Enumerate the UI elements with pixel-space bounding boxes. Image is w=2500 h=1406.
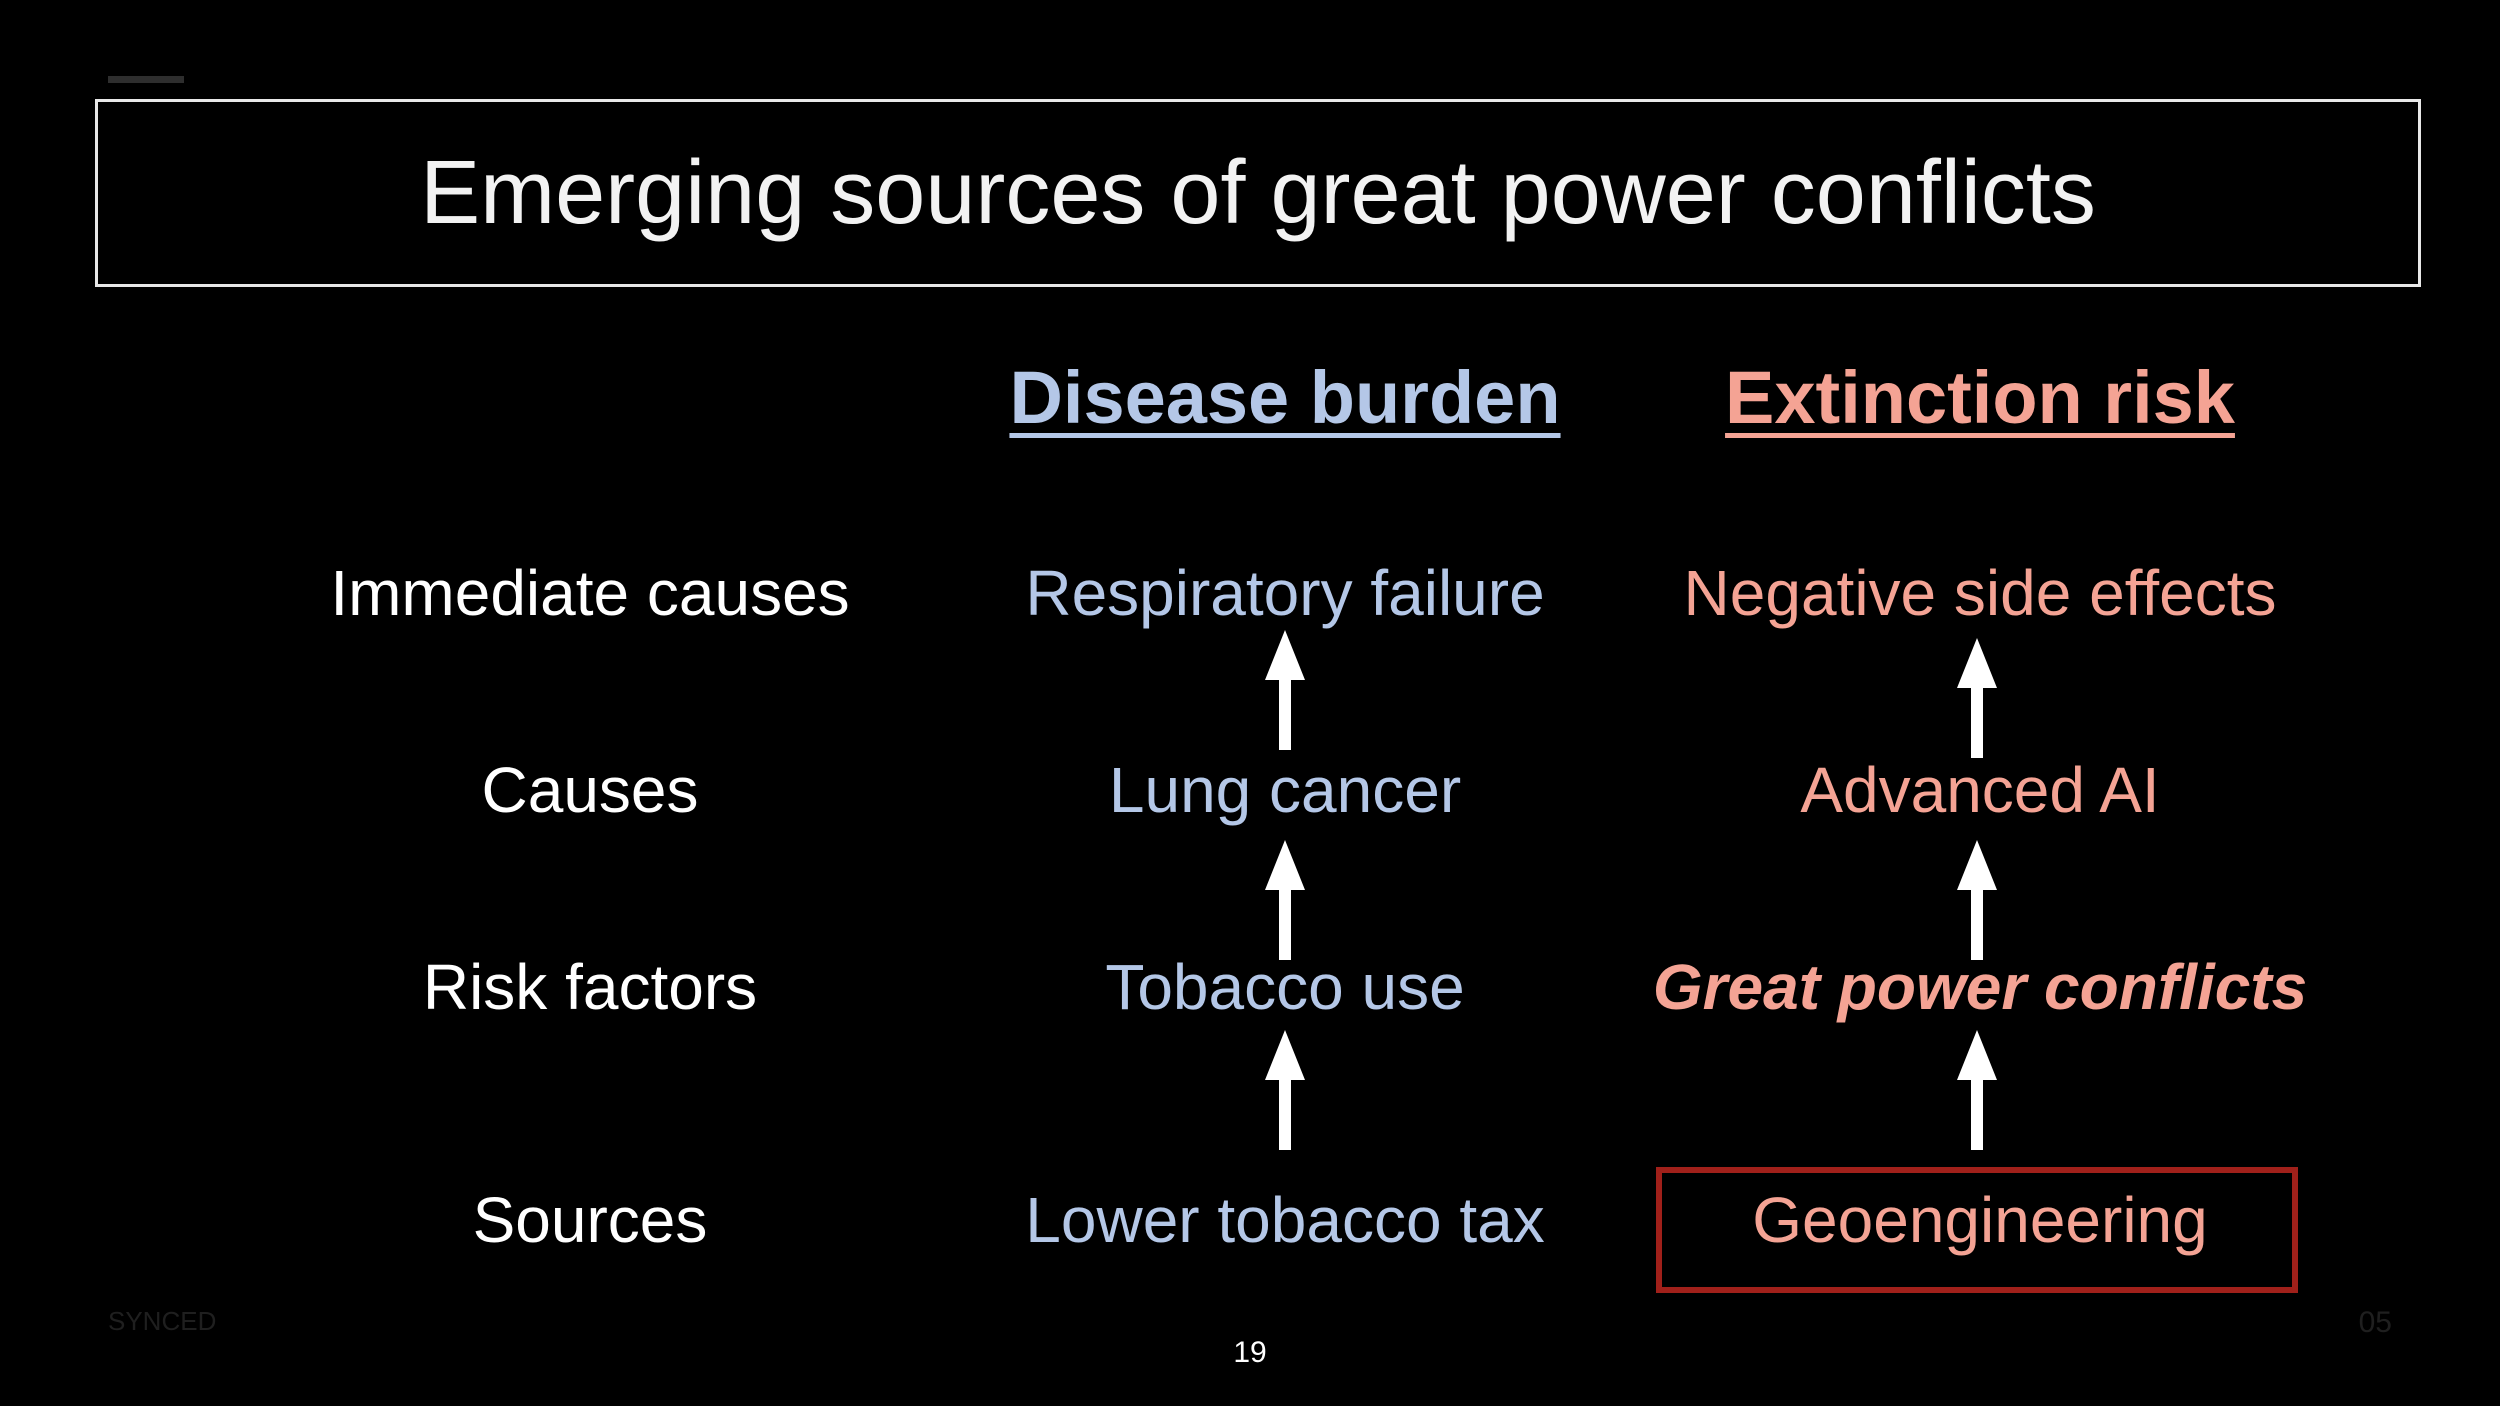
extinction-source: Geoengineering xyxy=(1752,1184,2208,1256)
page-number: 19 xyxy=(1233,1336,1267,1369)
highlight-box-geoengineering xyxy=(1656,1167,2298,1293)
page-title: Emerging sources of great power conflict… xyxy=(420,142,2096,243)
arrow-up-icon xyxy=(1953,840,2001,960)
row-label-immediate-causes: Immediate causes xyxy=(330,557,850,629)
extinction-immediate-cause: Negative side effects xyxy=(1683,557,2277,629)
row-label-sources: Sources xyxy=(472,1184,708,1256)
title-box: Emerging sources of great power conflict… xyxy=(95,99,2421,287)
column-header-extinction-risk: Extinction risk xyxy=(1725,356,2235,439)
row-label-risk-factors: Risk factors xyxy=(422,951,758,1023)
footer-brand-text: SYNCED xyxy=(108,1306,217,1336)
extinction-risk-factor: Great power conflicts xyxy=(1652,951,2308,1023)
arrow-up-icon xyxy=(1261,630,1309,750)
column-header-disease-burden: Disease burden xyxy=(1009,356,1561,439)
extinction-cause: Advanced AI xyxy=(1800,754,2160,826)
arrow-up-icon xyxy=(1953,1030,2001,1150)
arrow-up-icon xyxy=(1261,1030,1309,1150)
top-dash-decoration xyxy=(108,76,184,83)
disease-source: Lower tobacco tax xyxy=(1025,1184,1545,1256)
arrow-up-icon xyxy=(1953,638,2001,758)
arrow-up-icon xyxy=(1261,840,1309,960)
disease-cause: Lung cancer xyxy=(1108,754,1462,826)
disease-immediate-cause: Respiratory failure xyxy=(1025,557,1545,629)
disease-risk-factor: Tobacco use xyxy=(1105,951,1465,1023)
footer-slide-index: 05 xyxy=(2358,1306,2392,1339)
row-label-causes: Causes xyxy=(481,754,699,826)
